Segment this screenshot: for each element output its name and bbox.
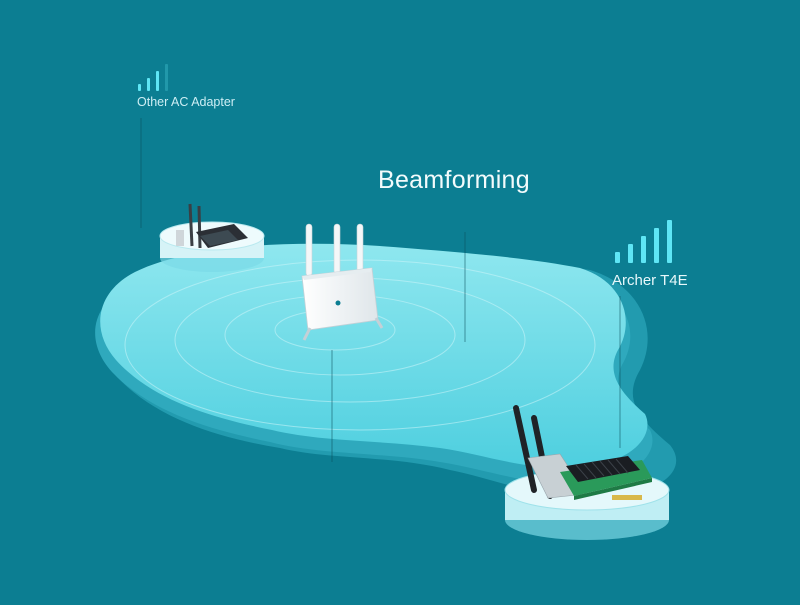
archer-antenna-1 (513, 405, 537, 493)
router-device (301, 223, 384, 341)
signal-bars-archer-icon (615, 220, 672, 263)
router-antenna-1 (305, 223, 313, 277)
label-other-ac-adapter: Other AC Adapter (137, 95, 235, 109)
label-archer-t4e: Archer T4E (612, 272, 688, 289)
archer-card (513, 405, 652, 500)
leader-lines (140, 118, 621, 462)
signal-bars-other-icon (138, 64, 168, 91)
coverage-area (95, 243, 677, 499)
other-adapter-card (176, 203, 248, 249)
diagram-title: Beamforming (378, 166, 530, 194)
router-antenna-2 (333, 223, 341, 275)
coverage-surface (100, 243, 648, 468)
router-logo-icon (335, 300, 341, 306)
router-antenna-3 (356, 223, 364, 275)
